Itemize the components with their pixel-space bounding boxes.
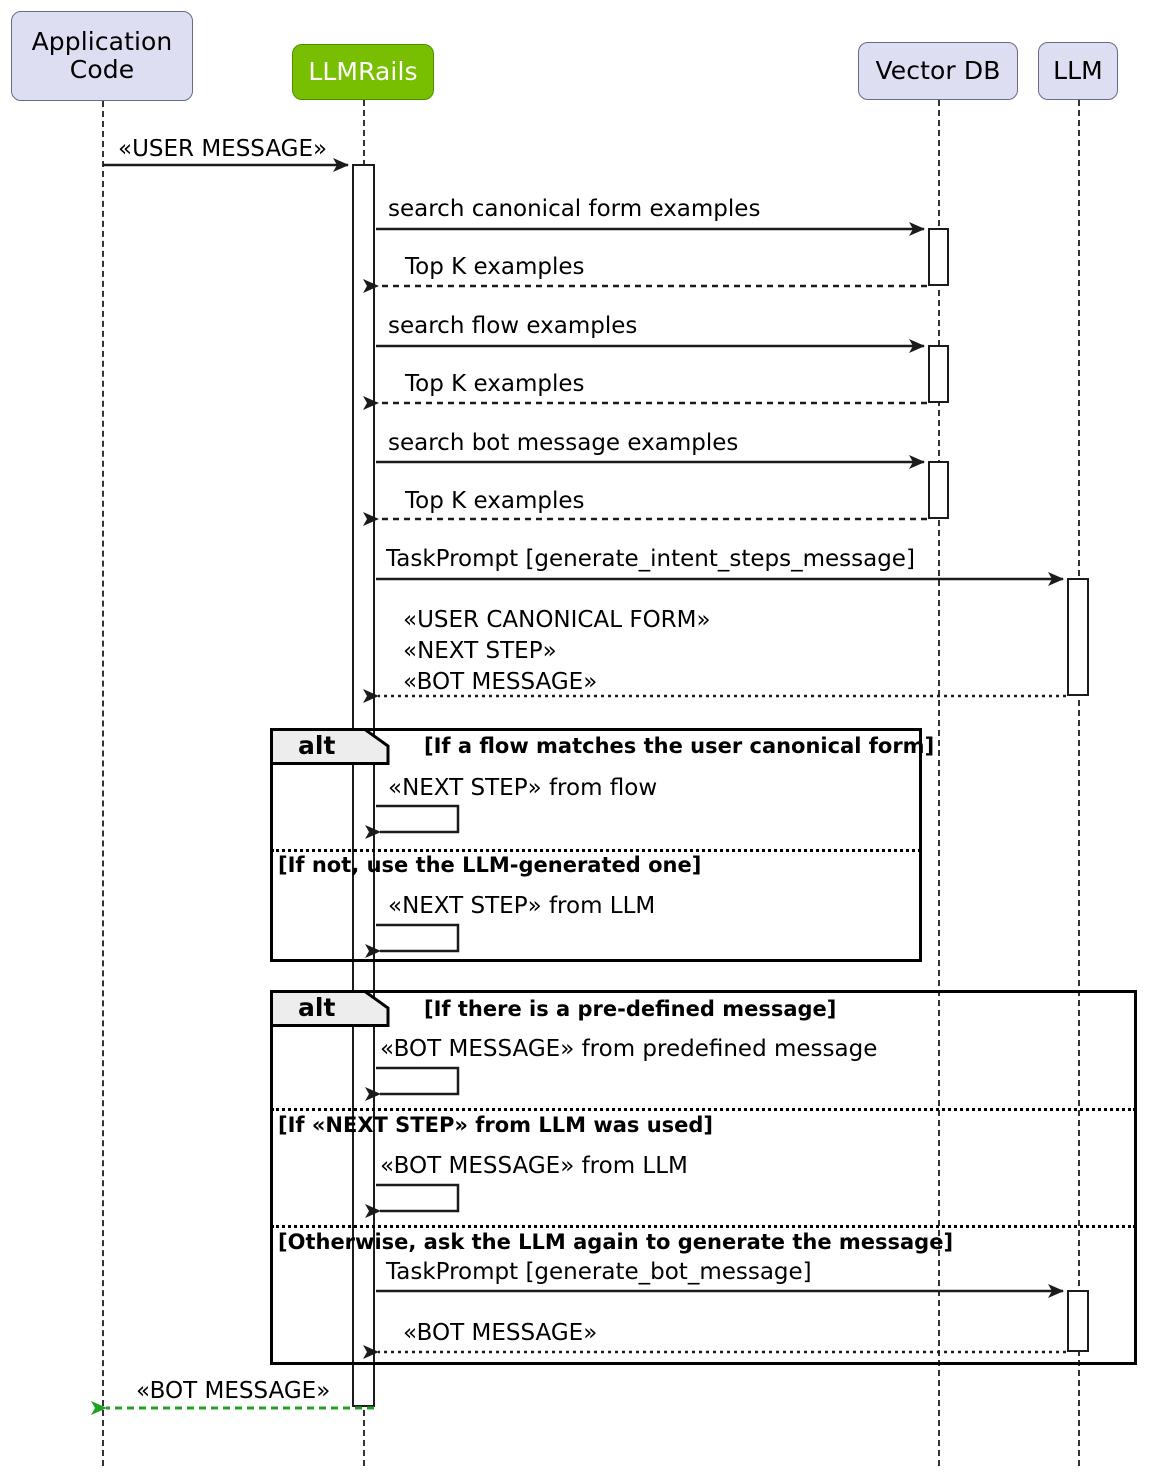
activation-vector-db-3: [928, 461, 949, 519]
fragment-alt-1-guard-1: [If not, use the LLM-generated one]: [278, 853, 702, 877]
label-bot-message-from-predefined: «BOT MESSAGE» from predefined message: [380, 1036, 878, 1062]
participant-vector-db[interactable]: Vector DB: [858, 42, 1018, 100]
label-next-step-from-flow: «NEXT STEP» from flow: [388, 775, 658, 801]
label-bot-message-from-llm: «BOT MESSAGE» from LLM: [380, 1153, 688, 1179]
label-search-bot-message-examples: search bot message examples: [388, 430, 739, 456]
fragment-alt-2-tab-shape: [270, 990, 390, 1027]
fragment-alt-2: [270, 990, 1137, 1365]
fragment-alt-2-divider-1: [271, 1108, 1136, 1111]
lifeline-vector-db: [938, 100, 940, 1466]
fragment-alt-1-operator: alt: [298, 731, 336, 760]
fragment-alt-2-guard-0: [If there is a pre-defined message]: [424, 997, 837, 1021]
fragment-alt-1-guard-0: [If a flow matches the user canonical fo…: [424, 734, 935, 758]
label-taskprompt-generate-intent-steps-message: TaskPrompt [generate_intent_steps_messag…: [386, 546, 915, 572]
fragment-alt-2-operator: alt: [298, 993, 336, 1022]
activation-vector-db-2: [928, 345, 949, 403]
participant-application-code[interactable]: Application Code: [11, 11, 193, 101]
activation-llm-1: [1067, 578, 1089, 696]
participant-llm[interactable]: LLM: [1038, 42, 1118, 100]
activation-llm-2: [1067, 1290, 1089, 1352]
participant-label: LLM: [1053, 56, 1103, 85]
participant-llmrails[interactable]: LLMRails: [292, 44, 434, 100]
participant-label: LLMRails: [308, 57, 418, 86]
fragment-alt-1-tab-shape: [270, 728, 390, 765]
label-user-message: «USER MESSAGE»: [118, 136, 328, 162]
lifeline-llm: [1078, 100, 1080, 1466]
label-llm-response-triple: «USER CANONICAL FORM» «NEXT STEP» «BOT M…: [403, 607, 711, 695]
fragment-alt-2-guard-2: [Otherwise, ask the LLM again to generat…: [278, 1230, 954, 1254]
label-taskprompt-generate-bot-message: TaskPrompt [generate_bot_message]: [386, 1259, 812, 1285]
fragment-alt-2-guard-1: [If «NEXT STEP» from LLM was used]: [278, 1113, 714, 1137]
label-search-canonical-form-examples: search canonical form examples: [388, 196, 761, 222]
lifeline-application-code: [102, 101, 104, 1466]
fragment-alt-2-divider-2: [271, 1225, 1136, 1228]
label-top-k-examples-2: Top K examples: [405, 371, 585, 397]
label-next-step-from-llm: «NEXT STEP» from LLM: [388, 893, 656, 919]
activation-vector-db-1: [928, 228, 949, 286]
label-top-k-examples-3: Top K examples: [405, 488, 585, 514]
participant-label: Application Code: [31, 27, 173, 84]
fragment-alt-1-divider: [271, 849, 921, 852]
participant-label: Vector DB: [875, 56, 1001, 85]
label-search-flow-examples: search flow examples: [388, 313, 638, 339]
label-bot-message-from-llm-return: «BOT MESSAGE»: [403, 1320, 598, 1346]
label-top-k-examples-1: Top K examples: [405, 254, 585, 280]
fragment-alt-1: [270, 728, 922, 962]
label-bot-message-to-application: «BOT MESSAGE»: [136, 1378, 331, 1404]
